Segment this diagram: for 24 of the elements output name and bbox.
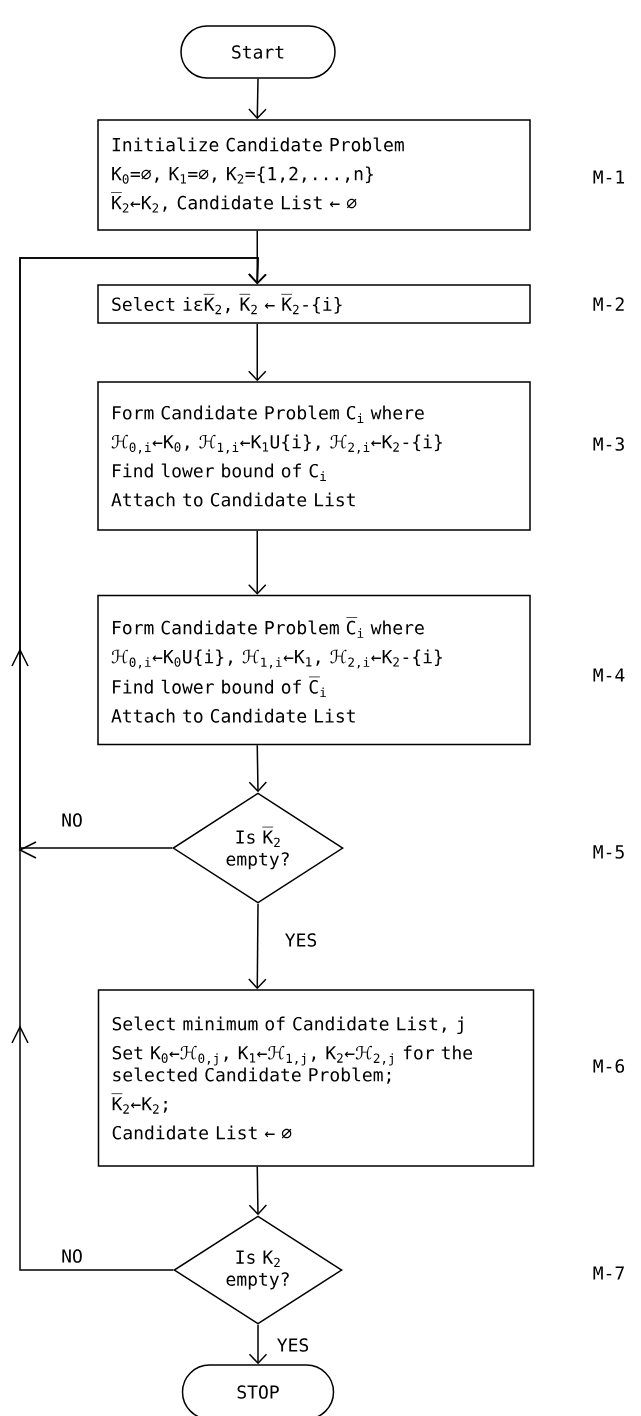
- process-box: Form Candidate Problem C̅$_{i}$ where ℋ$_{0,i}$←K$_{0}$U{i}, ℋ$_{1,i}$←K$_{1}$, ℋ$_{2,i}$←K$_{2}$-{i} Find lower bound of C̅$_{i}$ Attach to Candidate List: [97, 594, 531, 746]
- process-box: Initialize Candidate Problem K$_{0}$=∅, K$_{1}$=∅, K$_{2}$={1,2,...,n} K̅$_{2}$←K$_{2}$, Candidate List ← ∅: [97, 119, 531, 231]
- arrow: [248, 1166, 268, 1216]
- arrow: [248, 744, 268, 793]
- step-label: M-2: [593, 297, 624, 311]
- step-label: M-4: [593, 668, 625, 682]
- arrow: [248, 78, 267, 120]
- process-box: Form Candidate Problem C$_{i}$ where ℋ$_{0,i}$←K$_{0}$, ℋ$_{1,i}$←K$_{1}$U{i}, ℋ$_{2,i}$←K$_{2}$-{i} Find lower bound of C$_{i}$ Attach to Candidate List: [97, 381, 531, 531]
- step-label: M-3: [593, 437, 624, 451]
- arrow: [248, 323, 267, 382]
- arrow: [248, 1324, 268, 1365]
- arrow: [11, 257, 267, 1271]
- edge-label: NO: [60, 1248, 84, 1264]
- step-label: M-5: [593, 845, 624, 859]
- arrow: [248, 903, 267, 990]
- edge-label: NO: [60, 812, 84, 828]
- arrow: [248, 530, 267, 595]
- step-label: M-6: [593, 1059, 625, 1073]
- edge-label: YES: [283, 932, 319, 948]
- step-label: M-1: [593, 170, 625, 184]
- process-box: Select iεK̅$_{2}$, K̅$_{2}$ ← K̅$_{2}$-{i}: [97, 284, 531, 324]
- step-label: M-7: [593, 1266, 624, 1280]
- process-box: Select minimum of Candidate List, j Set K$_{0}$←ℋ$_{0,j}$, K$_{1}$←ℋ$_{1,j}$, K$_{2}$←ℋ$_{2,j}$ for the selected Candidate Problem; K̅$_{2}$←K$_{2}$; Candidate List ← ∅: [97, 989, 535, 1167]
- edge-label: YES: [275, 1337, 311, 1353]
